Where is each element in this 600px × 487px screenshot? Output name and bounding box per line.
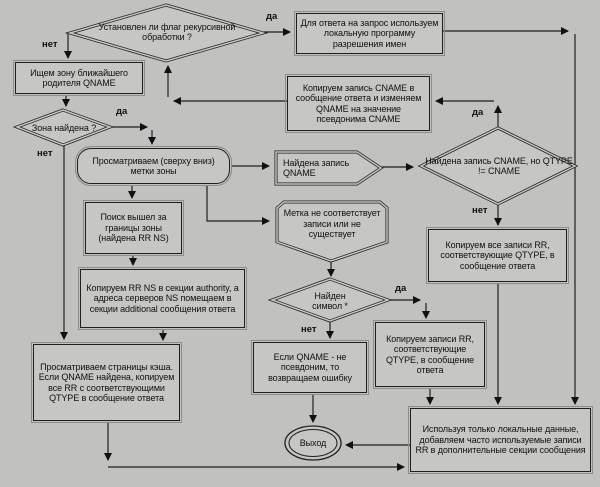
node-find-parent-zone: Ищем зону ближайшего родителя QNAME bbox=[13, 60, 145, 96]
node-scan-cache: Просматриваем страницы кэша. Если QNAME … bbox=[31, 342, 182, 423]
node-wildcard-found-label: Найден символ * bbox=[312, 290, 348, 312]
node-label-mismatch-label: Метка не соответствует записи или не сущ… bbox=[283, 208, 381, 240]
edge-label-zonefound-no: нет bbox=[37, 148, 53, 159]
node-use-local-resolver: Для ответа на запрос используем локальну… bbox=[294, 11, 445, 56]
node-search-out-of-zone: Поиск вышел за границы зоны (найдена RR … bbox=[83, 200, 184, 256]
edges bbox=[60, 27, 579, 471]
node-scan-zone-labels: Просматриваем (сверху вниз) метки зоны bbox=[75, 146, 232, 186]
edge-label-cname-no: нет bbox=[472, 205, 488, 216]
node-exit-label: Выход bbox=[299, 437, 327, 448]
node-copy-rr: Копируем записи RR, соответствующие QTYP… bbox=[373, 320, 487, 389]
node-cname-check-label: Найдена запись CNAME, но QTYPE != CNAME bbox=[425, 155, 573, 177]
node-zone-found-label: Зона найдена ? bbox=[31, 122, 97, 133]
edge-label-recursion-yes: да bbox=[266, 11, 278, 22]
node-copy-cname-record: Копируем запись CNAME в сообщение ответа… bbox=[285, 74, 432, 133]
node-copy-ns-records: Копируем RR NS в секции authority, а адр… bbox=[78, 267, 247, 330]
edge-label-cname-yes: да bbox=[472, 107, 484, 118]
node-copy-all-rr: Копируем все записи RR, соответствующие … bbox=[426, 227, 569, 284]
node-exit-shape bbox=[284, 425, 342, 461]
node-recursion-check-shape bbox=[64, 3, 269, 63]
node-use-local-data: Используя только локальные данные, добав… bbox=[408, 406, 593, 474]
node-wildcard-found-shape bbox=[267, 277, 393, 323]
node-qname-found-shape bbox=[274, 150, 384, 186]
node-label-mismatch-shape bbox=[275, 200, 389, 263]
node-zone-found-shape bbox=[12, 108, 115, 147]
node-recursion-check-label: Установлен ли флаг рекурсивной обработки… bbox=[98, 21, 236, 43]
edge-label-zonefound-yes: да bbox=[116, 106, 128, 117]
edge-label-wildcard-yes: да bbox=[395, 283, 407, 294]
edge-label-recursion-no: нет bbox=[42, 39, 58, 50]
edge-label-wildcard-no: нет bbox=[301, 324, 317, 335]
node-cname-check-shape bbox=[417, 126, 579, 206]
edge-scanlabels-to-labelmismatch bbox=[206, 185, 270, 225]
node-qname-not-alias-error: Если QNAME - не псевдоним, то возвращаем… bbox=[251, 340, 369, 395]
node-qname-found-label: Найдена запись QNAME bbox=[283, 157, 350, 179]
